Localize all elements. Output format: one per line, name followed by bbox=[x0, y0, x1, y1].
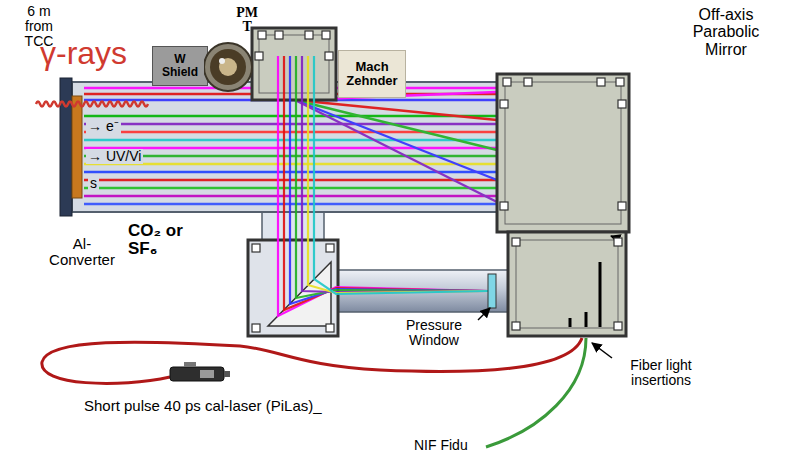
interferometer-box: Mach Zehnder bbox=[338, 50, 406, 98]
bolt bbox=[512, 238, 520, 246]
part-label: Pressure Window bbox=[394, 318, 474, 348]
gas-label: CO₂ or SF₆ bbox=[128, 222, 192, 259]
fiber-post bbox=[599, 262, 602, 327]
bolt bbox=[614, 322, 622, 330]
bolt bbox=[524, 78, 532, 86]
ray bbox=[295, 100, 497, 150]
bolt bbox=[597, 78, 605, 86]
bolt bbox=[275, 31, 283, 39]
pmt-dynode bbox=[219, 58, 237, 76]
chamber-frame bbox=[259, 35, 329, 93]
fiber-post bbox=[585, 312, 588, 327]
al-converter bbox=[72, 96, 82, 198]
part-label: Al-Converter bbox=[44, 236, 120, 268]
bolt bbox=[325, 52, 333, 60]
bolt bbox=[618, 100, 626, 108]
front-flange bbox=[60, 78, 72, 216]
laser-label: Short pulse 40 ps cal-laser (PiLas)_ bbox=[84, 398, 322, 414]
bolt bbox=[618, 202, 626, 210]
pmt-highlight bbox=[219, 58, 225, 64]
light-label: s bbox=[88, 176, 99, 191]
bolt bbox=[326, 324, 334, 332]
bolt bbox=[503, 78, 511, 86]
bolt bbox=[512, 322, 520, 330]
green-fiber bbox=[486, 338, 586, 447]
chamber-frame bbox=[516, 240, 618, 328]
part-label: Off-axis Parabolic Mirror bbox=[672, 6, 780, 58]
bolt bbox=[616, 78, 624, 86]
box-text: W Shield bbox=[159, 53, 201, 79]
bolt bbox=[252, 324, 260, 332]
ray bbox=[295, 100, 497, 120]
fiber-chamber bbox=[508, 232, 626, 336]
shield-box: W Shield bbox=[152, 46, 208, 86]
part-heading: PM T bbox=[236, 6, 258, 34]
bolt bbox=[322, 31, 330, 39]
bolt bbox=[614, 238, 622, 246]
fiducial-label: NIF Fidu bbox=[414, 438, 468, 453]
leader-arrow bbox=[592, 343, 612, 358]
red-fiber bbox=[42, 338, 582, 383]
laser-knob bbox=[184, 362, 196, 367]
bolt bbox=[258, 31, 266, 39]
bolt bbox=[500, 100, 508, 108]
leader-arrow bbox=[478, 308, 490, 320]
pmt-chamber bbox=[252, 28, 336, 100]
flange-bolts bbox=[252, 31, 626, 332]
gamma-wave bbox=[36, 102, 148, 107]
bolt bbox=[255, 52, 263, 60]
bolt bbox=[252, 244, 260, 252]
pmt-rim bbox=[204, 43, 252, 91]
pmt-face bbox=[210, 49, 246, 85]
particle-label: → e⁻ bbox=[86, 119, 121, 134]
laser-body bbox=[170, 367, 224, 381]
ray bbox=[295, 100, 497, 180]
box-text: Mach Zehnder bbox=[343, 60, 400, 89]
laser-label-plate bbox=[200, 370, 214, 378]
turning-mirror-chamber bbox=[248, 240, 338, 336]
bolt bbox=[305, 31, 313, 39]
ray bbox=[295, 100, 497, 202]
light-label: → UV/Vi bbox=[86, 149, 143, 164]
pmt-tube: PM T bbox=[204, 4, 258, 94]
bolt bbox=[326, 244, 334, 252]
part-label: Fiber light insertions bbox=[606, 358, 716, 388]
bolt bbox=[500, 202, 508, 210]
fiber-post bbox=[569, 318, 572, 327]
chamber-frame bbox=[505, 82, 621, 224]
pressure-window bbox=[488, 274, 496, 308]
mirror-chamber bbox=[497, 74, 629, 232]
source-label: γ-rays bbox=[40, 36, 127, 71]
laser-output bbox=[224, 371, 230, 377]
